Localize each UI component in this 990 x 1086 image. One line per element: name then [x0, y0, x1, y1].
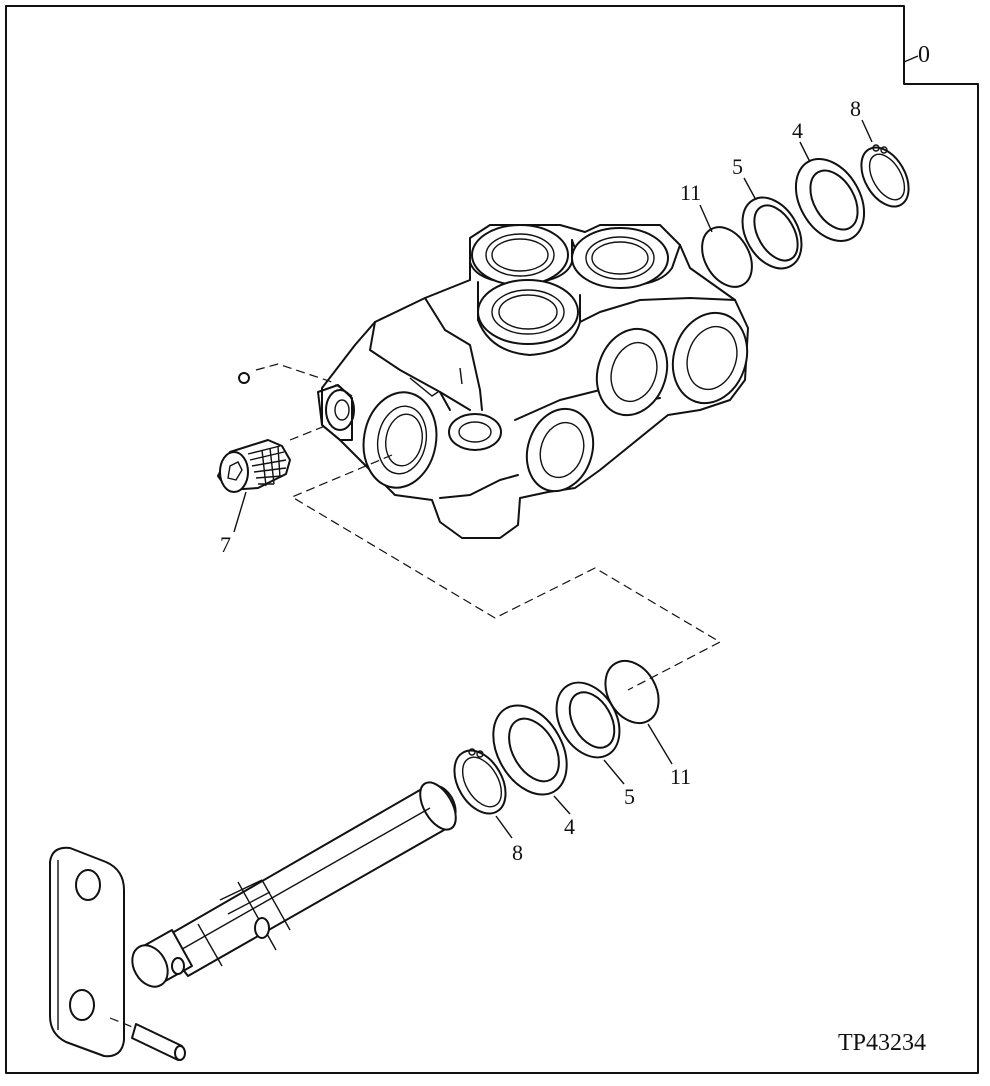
- callout-11-bottom: 11: [670, 764, 691, 789]
- snap-ring-top-icon: [860, 144, 910, 208]
- washer-bottom-icon: [492, 704, 568, 796]
- callout-8-bottom-leader: [495, 815, 513, 839]
- callout-7: 7: [220, 532, 231, 557]
- callout-4-bottom-leader: [553, 795, 571, 815]
- callout-4-top-leader: [799, 141, 811, 163]
- callout-11-top: 11: [680, 180, 701, 205]
- callout-5-bottom-leader: [603, 759, 625, 785]
- ball-leader: [255, 363, 353, 397]
- callout-11-top-leader: [699, 204, 713, 233]
- valve-body: [317, 224, 749, 539]
- screw-leader: [233, 491, 247, 533]
- callout-8-bottom: 8: [512, 840, 523, 865]
- callout-8-top-leader: [861, 119, 873, 143]
- set-screw-icon: [217, 439, 291, 493]
- snap-ring-bottom-icon: [453, 748, 507, 815]
- callout-5-top-leader: [743, 177, 757, 201]
- frame-border: [5, 5, 979, 1074]
- backup-ring-top-icon: [741, 196, 803, 270]
- screw-axis: [289, 423, 331, 441]
- ball-icon: [238, 372, 250, 384]
- callout-11-bottom-leader: [647, 723, 673, 765]
- washer-top-icon: [794, 158, 866, 242]
- callout-5-bottom: 5: [624, 784, 635, 809]
- backup-ring-bottom-icon: [555, 681, 621, 759]
- o-ring-bottom-icon: [604, 660, 660, 724]
- callout-8-top: 8: [850, 96, 861, 121]
- callout-4-top: 4: [792, 118, 803, 143]
- callout-5-top: 5: [732, 154, 743, 179]
- pin-icon: [109, 1017, 186, 1061]
- figure-id: TP43234: [838, 1030, 926, 1056]
- corner-label: 0: [918, 42, 930, 68]
- callout-4-bottom: 4: [564, 814, 575, 839]
- corner-leader: [903, 55, 919, 63]
- link-plate-icon: [49, 846, 125, 1058]
- assembly-leader: [290, 454, 722, 691]
- spool-icon: [131, 781, 457, 988]
